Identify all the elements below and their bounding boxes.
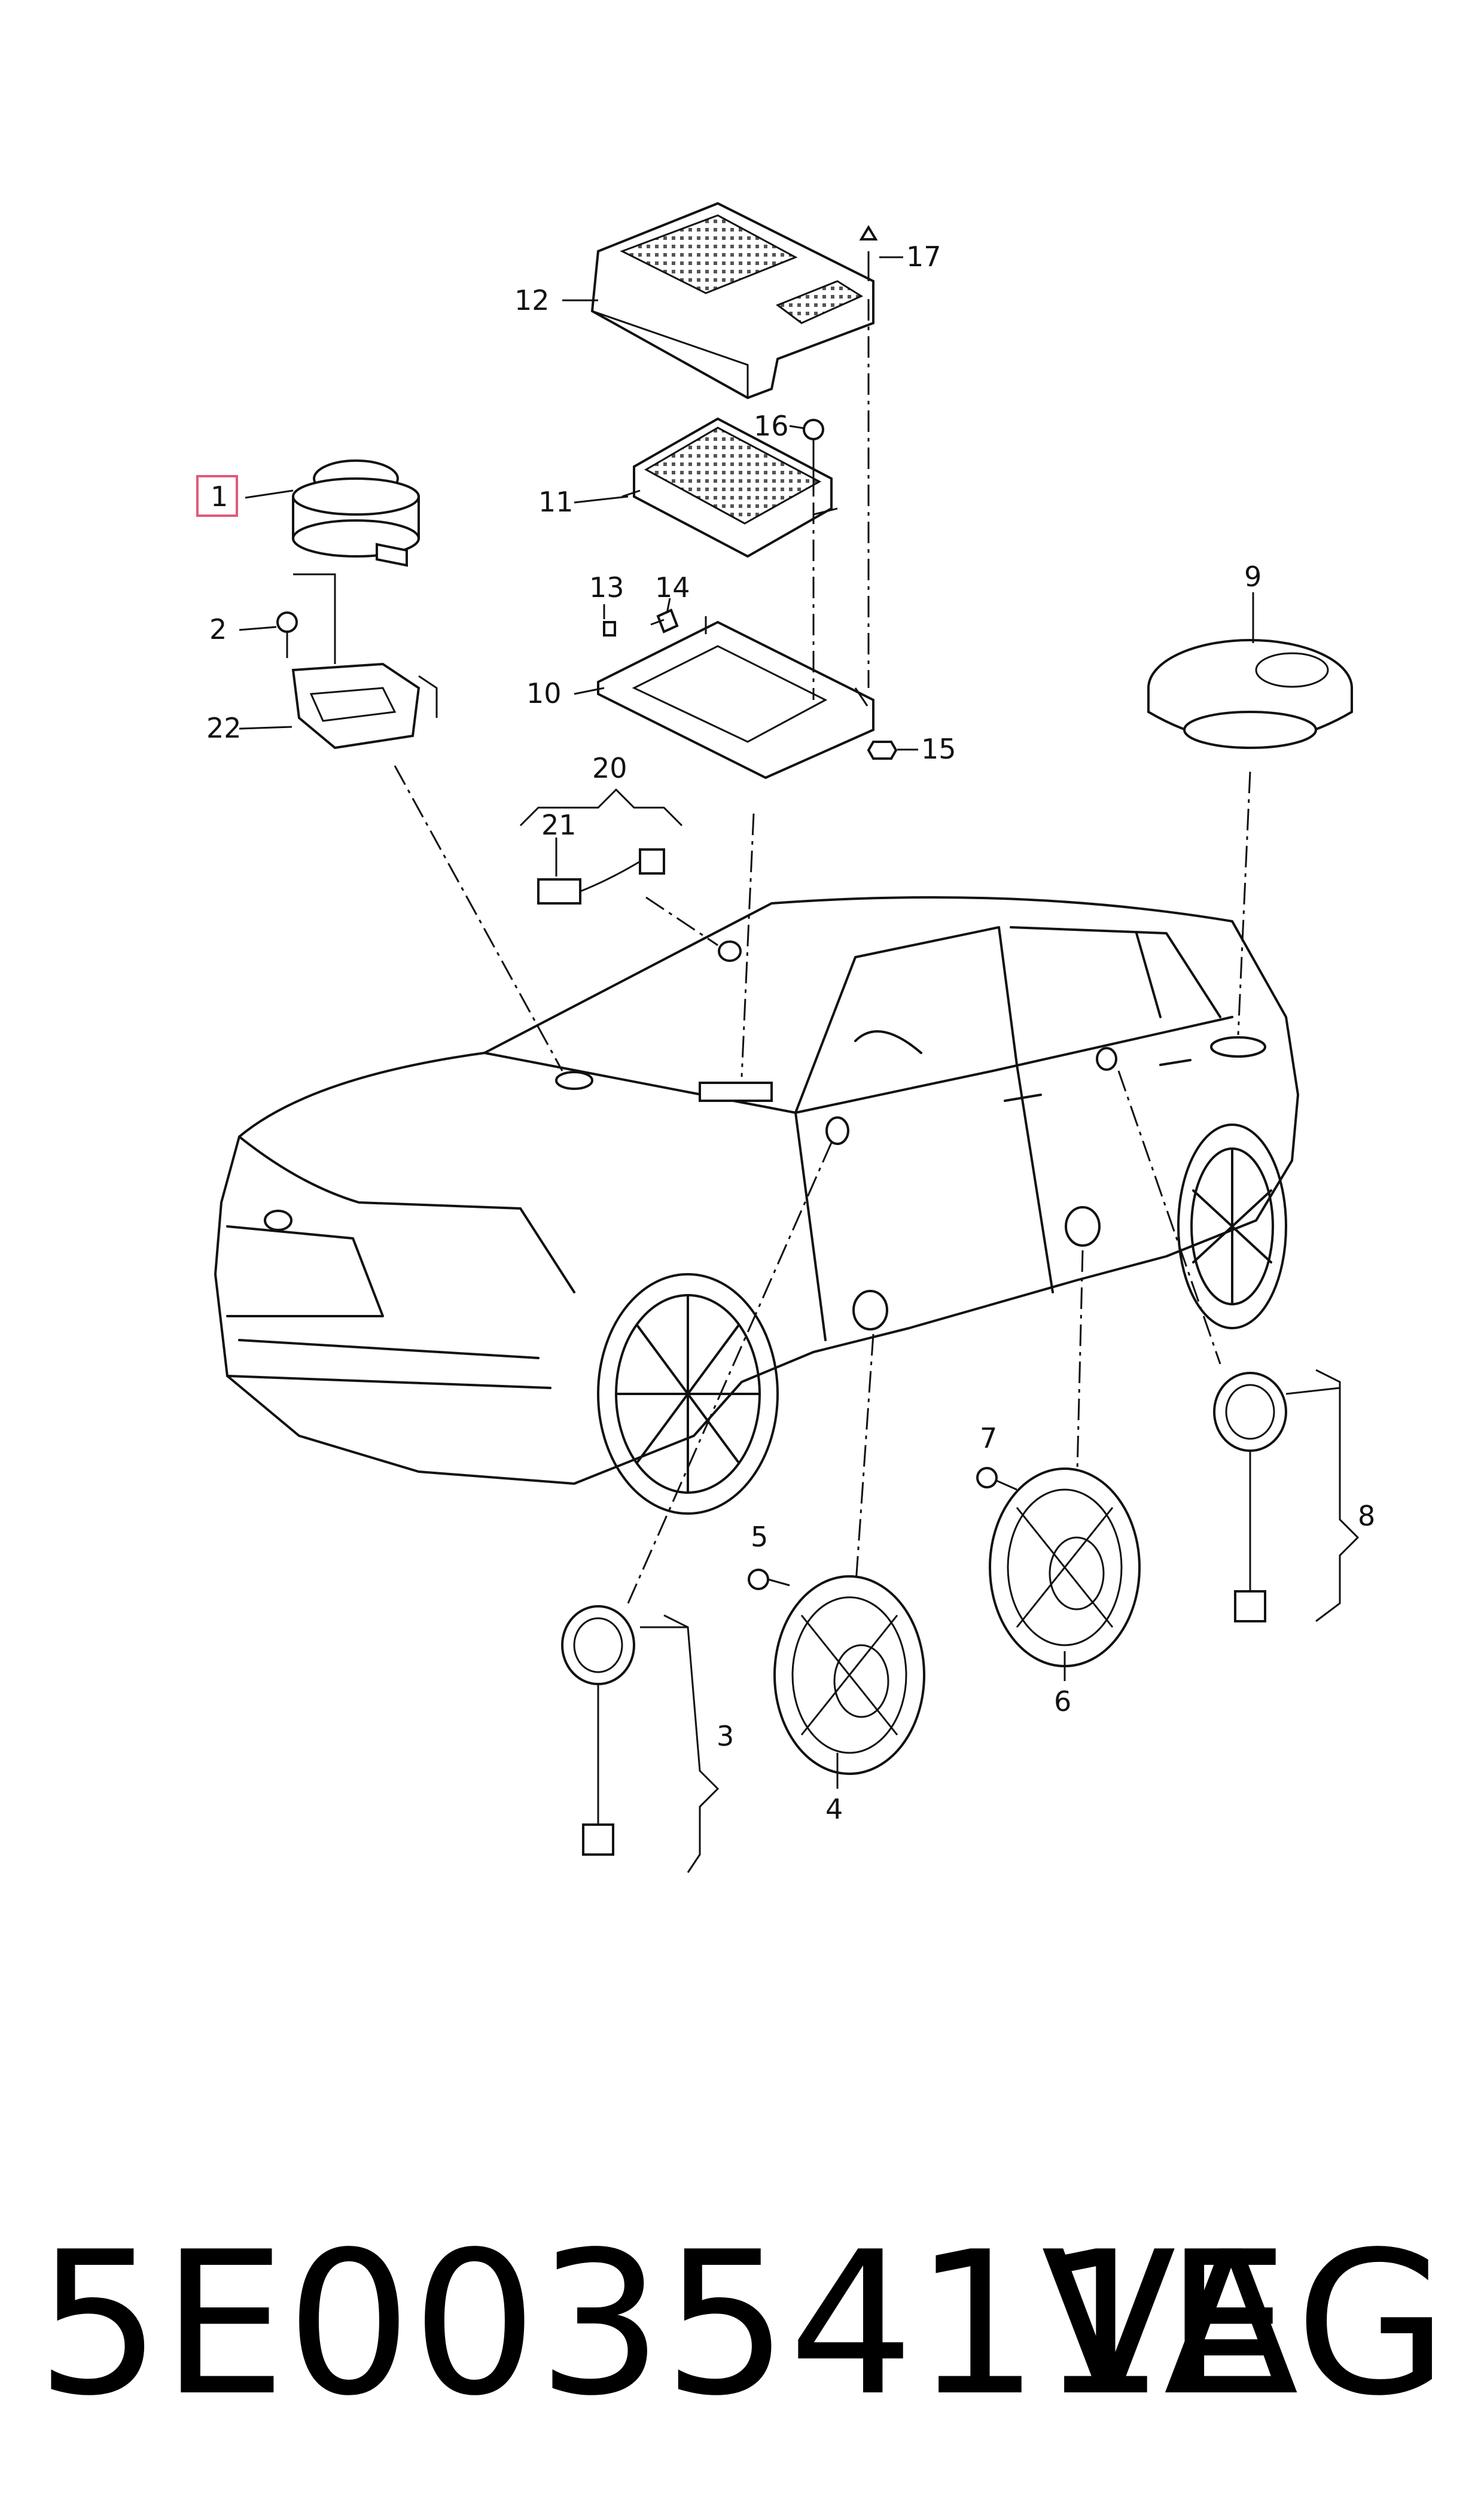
callout-4: 4 (825, 1793, 843, 1825)
callout-3: 3 (717, 1720, 734, 1752)
door-tweeter-front (561, 1605, 635, 1856)
callout-15: 15 (921, 733, 956, 765)
nut-15 (867, 741, 898, 760)
callout-leaders (239, 256, 1340, 1789)
clip-17 (859, 225, 878, 281)
brand-name: VAG (1041, 2209, 1448, 2439)
door-tweeter-rear (1213, 1372, 1287, 1622)
bracket-3 (663, 1614, 720, 1873)
callout-1: 1 (211, 480, 228, 513)
screw-5 (748, 1569, 790, 1590)
connection-lines (394, 765, 1221, 1604)
callout-16: 16 (754, 410, 789, 442)
car-outline (214, 896, 1299, 1515)
callout-6: 6 (1054, 1685, 1071, 1718)
cable-harness (519, 788, 683, 905)
amplifier-unit (621, 417, 838, 558)
callout-2: 2 (209, 613, 227, 646)
callout-12: 12 (514, 284, 550, 316)
screw-16 (803, 419, 824, 497)
callout-22: 22 (206, 712, 242, 744)
part-number: 5E0035411E (36, 2209, 1290, 2439)
callout-5: 5 (751, 1521, 768, 1553)
bracket-8 (1315, 1369, 1360, 1622)
door-woofer-rear (989, 1467, 1141, 1667)
mount-markers (555, 940, 1266, 1330)
callout-highlight-box (196, 475, 238, 517)
centre-speaker (292, 459, 420, 567)
callout-17: 17 (906, 240, 941, 273)
mounting-bracket (597, 616, 874, 780)
callout-8: 8 (1358, 1500, 1375, 1532)
callout-7: 7 (980, 1422, 997, 1454)
leader-line (1237, 771, 1251, 1036)
speaker-holder (291, 573, 438, 750)
door-woofer-front (773, 1575, 925, 1775)
amplifier-cover (590, 202, 874, 400)
callout-9: 9 (1244, 561, 1261, 593)
screw-7 (976, 1467, 1017, 1491)
callout-13: 13 (589, 571, 624, 604)
bolt-13 (603, 621, 616, 637)
exploded-parts-diagram: 1 2 3 4 5 6 7 8 9 10 11 12 13 14 15 16 1… (196, 202, 1375, 1873)
callout-14: 14 (655, 571, 690, 604)
screw-2 (276, 611, 298, 658)
callout-11: 11 (538, 486, 574, 518)
callout-20: 20 (592, 752, 627, 784)
bolt-14 (650, 608, 679, 634)
subwoofer (1147, 639, 1353, 749)
callout-10: 10 (526, 677, 562, 710)
callout-21: 21 (541, 809, 577, 841)
callout-labels: 1 2 3 4 5 6 7 8 9 10 11 12 13 14 15 16 1… (206, 240, 1375, 1825)
